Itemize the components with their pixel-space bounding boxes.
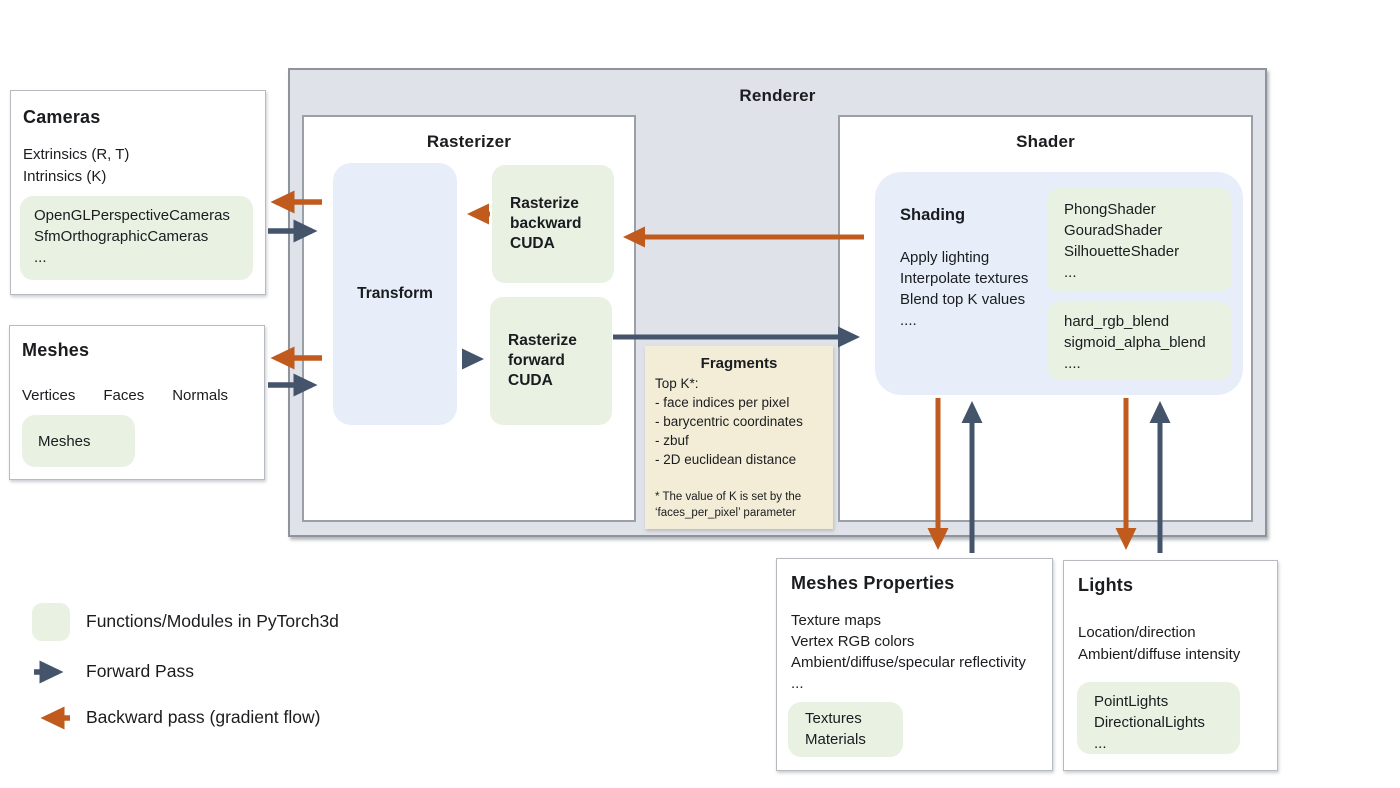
fragments-note: Fragments Top K*: - face indices per pix… (645, 346, 833, 529)
renderer-title: Renderer (739, 86, 816, 105)
cameras-line: Extrinsics (R, T) (23, 146, 130, 163)
cameras-module-line: ... (34, 249, 47, 266)
lights-module-line: ... (1094, 735, 1107, 752)
legend-module-swatch (32, 603, 70, 641)
cameras-modules-box: OpenGLPerspectiveCameras SfmOrthographic… (20, 196, 253, 280)
lights-line: Ambient/diffuse intensity (1078, 646, 1241, 663)
meshes-properties-line: Ambient/diffuse/specular reflectivity (791, 654, 1026, 671)
legend-backward-label: Backward pass (gradient flow) (86, 707, 321, 727)
meshes-properties-line: ... (791, 675, 804, 692)
shader-module-line: ... (1064, 264, 1077, 281)
lights-modules-box: PointLights DirectionalLights ... (1077, 682, 1240, 754)
fragments-line: - face indices per pixel (655, 395, 790, 410)
meshes-properties-module-line: Materials (805, 731, 866, 748)
meshes-properties-line: Texture maps (791, 612, 882, 629)
cameras-module-line: OpenGLPerspectiveCameras (34, 207, 230, 224)
transform-box: Transform (333, 163, 457, 425)
transform-label: Transform (357, 285, 433, 302)
meshes-properties-line: Vertex RGB colors (791, 633, 915, 650)
fragments-footnote: * The value of K is set by the ‘faces_pe… (655, 491, 802, 519)
blend-module-line: hard_rgb_blend (1064, 313, 1170, 330)
rasterize-backward-cuda-label: Rasterize backward CUDA (510, 195, 582, 252)
meshes-module-line: Meshes (38, 432, 91, 450)
blend-module-line: sigmoid_alpha_blend (1064, 334, 1206, 351)
lights-module-line: DirectionalLights (1094, 714, 1205, 731)
shading-line: Apply lighting (900, 249, 990, 266)
fragments-title: Fragments (700, 355, 778, 372)
cameras-line: Intrinsics (K) (23, 168, 107, 185)
shader-modules-box: PhongShader GouradShader SilhouetteShade… (1047, 188, 1232, 292)
rasterizer-title: Rasterizer (426, 132, 512, 151)
lights-title: Lights (1078, 575, 1134, 595)
legend-modules-label: Functions/Modules in PyTorch3d (86, 611, 339, 631)
meshes-field: Vertices (22, 387, 76, 404)
meshes-title: Meshes (22, 340, 90, 360)
shading-line: .... (900, 312, 917, 329)
lights-line: Location/direction (1078, 624, 1196, 641)
lights-module-line: PointLights (1094, 693, 1169, 710)
shading-line: Interpolate textures (900, 270, 1029, 287)
fragments-line: Top K*: (655, 376, 699, 391)
rasterize-forward-cuda-label: Rasterize forward CUDA (508, 332, 577, 389)
meshes-modules-box: Meshes (22, 415, 135, 467)
meshes-field: Faces (103, 387, 145, 404)
cameras-title: Cameras (23, 107, 101, 127)
blend-module-line: .... (1064, 355, 1081, 372)
meshes-field: Normals (172, 387, 229, 404)
meshes-properties-modules-box: Textures Materials (788, 702, 903, 757)
shader-module-line: PhongShader (1064, 201, 1156, 218)
meshes-properties-module-line: Textures (805, 710, 862, 727)
fragments-line: - barycentric coordinates (655, 414, 803, 429)
cameras-module-line: SfmOrthographicCameras (34, 228, 209, 245)
shader-title: Shader (1016, 132, 1075, 151)
legend-forward-label: Forward Pass (86, 661, 194, 681)
blend-modules-box: hard_rgb_blend sigmoid_alpha_blend .... (1047, 302, 1232, 380)
meshes-properties-title: Meshes Properties (791, 573, 955, 593)
fragments-line: - 2D euclidean distance (655, 452, 797, 467)
fragments-line: - zbuf (655, 433, 689, 448)
rasterize-forward-cuda-box: Rasterize forward CUDA (490, 297, 612, 425)
shader-module-line: SilhouetteShader (1064, 243, 1180, 260)
shader-module-line: GouradShader (1064, 222, 1163, 239)
rasterize-backward-cuda-box: Rasterize backward CUDA (492, 165, 614, 283)
shading-title: Shading (900, 206, 966, 224)
shading-line: Blend top K values (900, 291, 1026, 308)
